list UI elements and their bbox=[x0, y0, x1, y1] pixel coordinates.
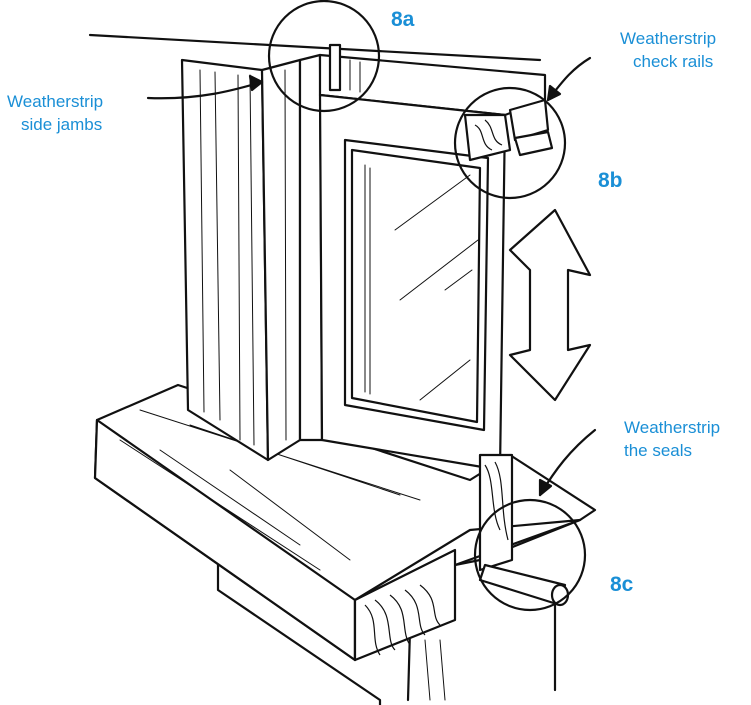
label-check-rails-2: check rails bbox=[633, 52, 713, 71]
callout-circle-8a bbox=[267, 0, 381, 113]
label-side-jambs-2: side jambs bbox=[21, 115, 102, 134]
label-check-rails-1: Weatherstrip bbox=[620, 29, 716, 48]
window-sill bbox=[93, 383, 597, 662]
callout-tag-8c: 8c bbox=[610, 573, 634, 596]
window-sash bbox=[318, 93, 507, 472]
label-seals-2: the seals bbox=[624, 441, 692, 460]
check-rail-section bbox=[463, 98, 554, 162]
label-side-jambs-1: Weatherstrip bbox=[7, 92, 103, 111]
side-jamb bbox=[180, 53, 324, 462]
sash-movement-arrow bbox=[508, 208, 592, 402]
leader-seals bbox=[538, 428, 597, 497]
callout-tag-8b: 8b bbox=[598, 169, 623, 192]
callout-circle-8b bbox=[453, 86, 567, 200]
leader-check-rails bbox=[546, 56, 592, 102]
callout-circle-8c bbox=[473, 498, 587, 612]
label-seals-1: Weatherstrip bbox=[624, 418, 720, 437]
leader-side-jambs bbox=[146, 74, 264, 100]
wall-below-sill bbox=[216, 558, 446, 705]
callout-tag-8a: 8a bbox=[391, 8, 415, 31]
